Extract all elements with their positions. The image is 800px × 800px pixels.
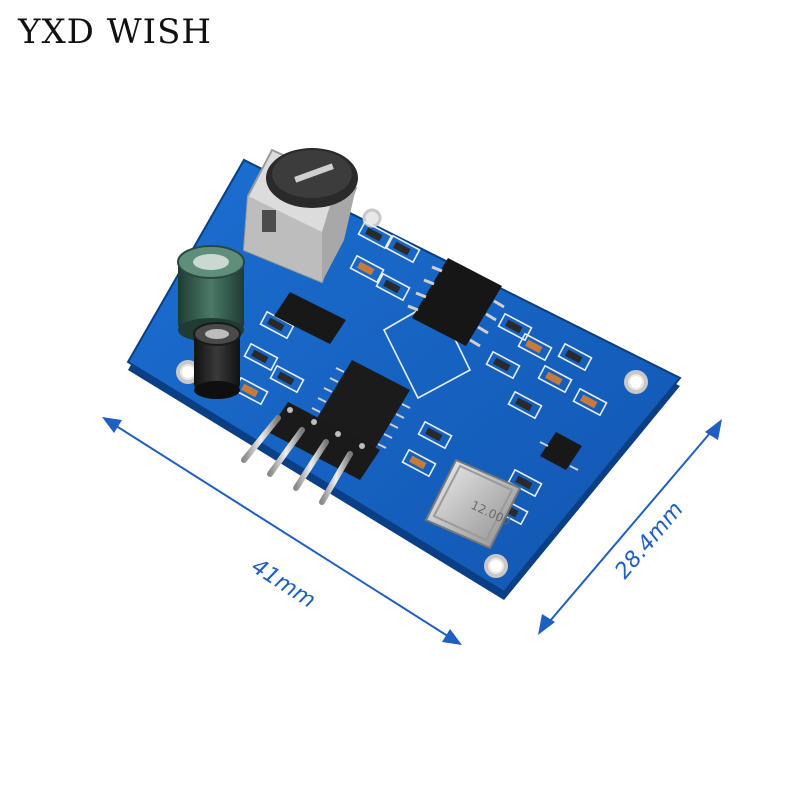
mounting-hole xyxy=(484,554,508,578)
tssop-chip xyxy=(311,360,411,450)
smd-resistors xyxy=(241,227,598,518)
potentiometer xyxy=(242,148,358,284)
header-pin xyxy=(319,451,353,505)
transistor xyxy=(274,292,346,344)
transistor xyxy=(539,432,582,471)
mounting-hole xyxy=(362,208,382,228)
header-pin xyxy=(293,439,329,491)
mounting-hole xyxy=(176,360,200,384)
width-label: 28.4mm xyxy=(610,497,688,583)
mounting-hole xyxy=(624,370,648,394)
header-pin xyxy=(241,415,281,463)
length-label: 41mm xyxy=(247,554,320,614)
header-pin xyxy=(267,427,305,477)
brand-watermark: YXD WISH xyxy=(18,12,213,52)
soic-chip xyxy=(407,258,505,348)
electrolytic-capacitor-black xyxy=(193,322,241,399)
crystal-oscillator: 12.000 xyxy=(424,458,522,550)
dimension-width xyxy=(538,419,722,635)
dimension-length xyxy=(102,417,462,645)
pin-header xyxy=(241,402,380,505)
